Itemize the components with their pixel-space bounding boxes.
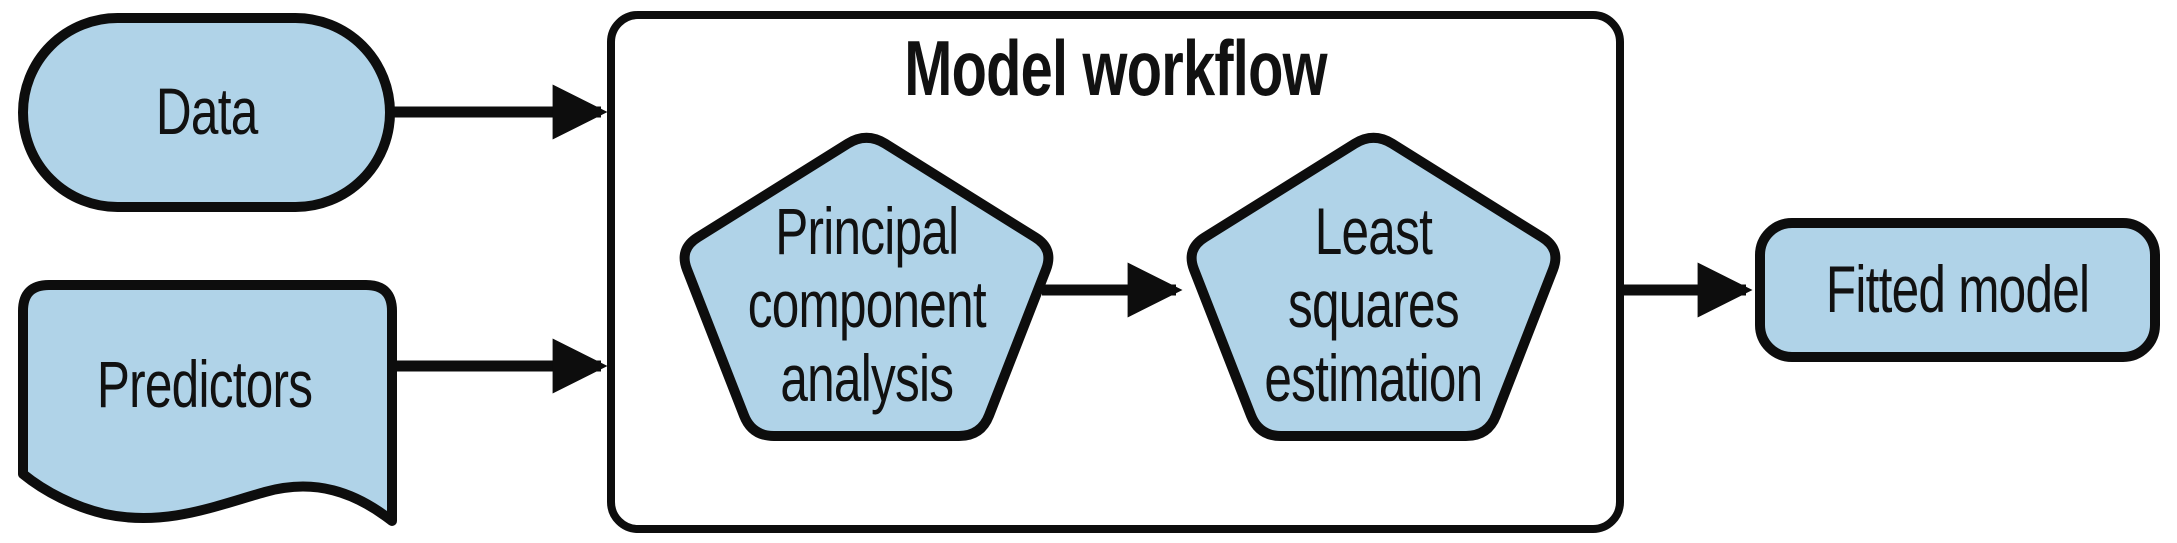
fitted-model-node-shape [1755,218,2160,362]
lse-node-shape [1186,132,1561,441]
data-node-shape [18,13,395,212]
pca-node-shape [679,132,1054,441]
predictors-node-shape [18,280,397,526]
